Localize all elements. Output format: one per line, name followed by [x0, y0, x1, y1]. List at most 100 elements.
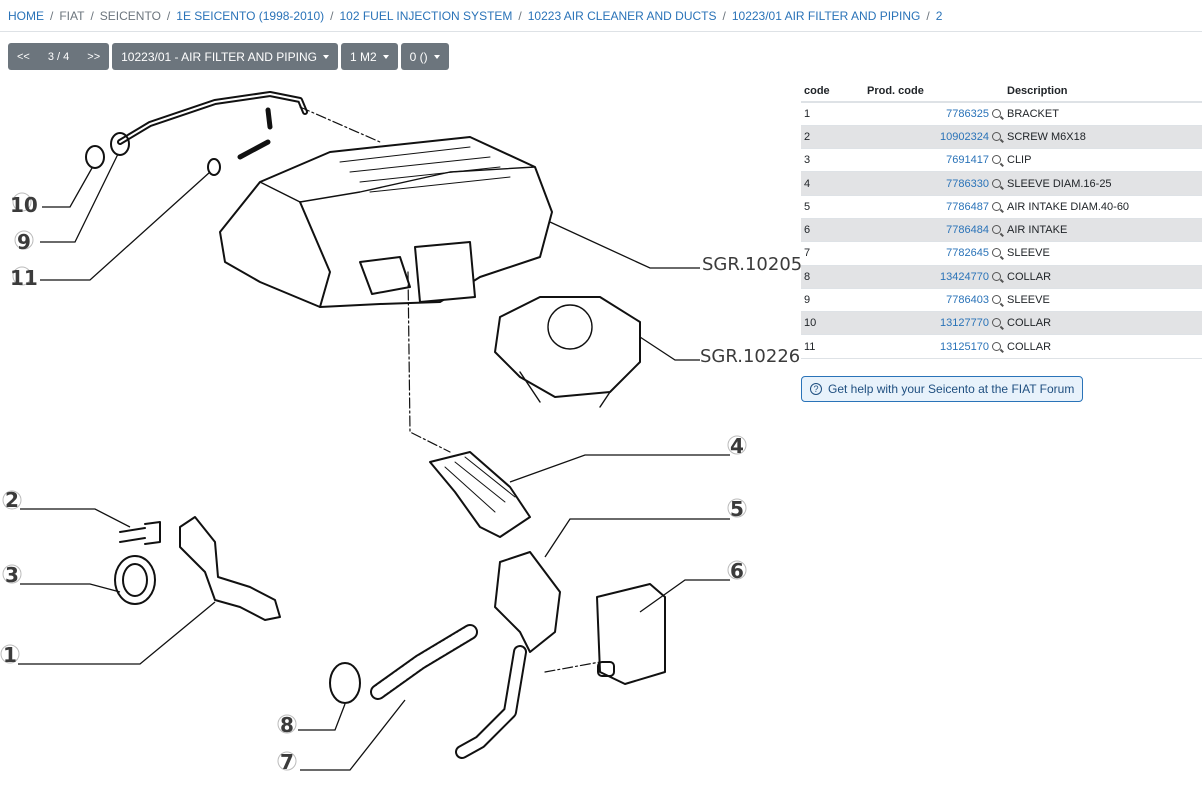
- search-icon[interactable]: [992, 271, 1001, 281]
- callout-1[interactable]: 1: [3, 643, 17, 667]
- row-description: COLLAR: [1004, 311, 1202, 336]
- breadcrumb-model: SEICENTO: [99, 8, 161, 23]
- breadcrumb-separator: /: [90, 8, 94, 23]
- group-dropdown[interactable]: 10223/01 - AIR FILTER AND PIPING: [112, 43, 338, 70]
- ref-sgr-10205: SGR.10205: [702, 254, 802, 275]
- variant-dropdown-label: 1 M2: [349, 49, 377, 64]
- callout-8[interactable]: 8: [280, 713, 294, 737]
- prod-code-link[interactable]: 13424770: [940, 270, 989, 283]
- next-page-button[interactable]: >>: [87, 50, 101, 63]
- breadcrumb-separator: /: [330, 8, 334, 23]
- row-code: 9: [801, 288, 864, 313]
- search-icon[interactable]: [992, 225, 1001, 235]
- breadcrumb-group[interactable]: 10223 AIR CLEANER AND DUCTS: [527, 8, 717, 23]
- table-row[interactable]: 9 7786403 SLEEVE: [801, 288, 1202, 313]
- row-prod-code: 7786484: [864, 218, 1004, 243]
- row-description: SLEEVE DIAM.16-25: [1004, 171, 1202, 196]
- row-description: SLEEVE: [1004, 288, 1202, 313]
- row-prod-code: 7691417: [864, 148, 1004, 173]
- row-description: AIR INTAKE: [1004, 218, 1202, 243]
- search-icon[interactable]: [992, 318, 1001, 328]
- forum-help-button[interactable]: ? Get help with your Seicento at the FIA…: [801, 376, 1084, 402]
- table-row[interactable]: 1 7786325 BRACKET: [801, 102, 1202, 126]
- table-row[interactable]: 8 13424770 COLLAR: [801, 265, 1202, 289]
- breadcrumb-page[interactable]: 2: [935, 8, 943, 23]
- breadcrumb-subgroup[interactable]: 10223/01 AIR FILTER AND PIPING: [731, 8, 921, 23]
- row-prod-code: 7786403: [864, 288, 1004, 313]
- callout-4[interactable]: 4: [730, 434, 744, 458]
- row-code: 4: [801, 171, 864, 196]
- pager: << 3 / 4 >>: [8, 43, 110, 70]
- callout-2[interactable]: 2: [5, 488, 19, 512]
- prod-code-link[interactable]: 7786403: [946, 294, 989, 307]
- table-row[interactable]: 6 7786484 AIR INTAKE: [801, 218, 1202, 243]
- prod-code-link[interactable]: 7786484: [946, 224, 989, 237]
- row-code: 5: [801, 195, 864, 219]
- breadcrumb-home[interactable]: HOME: [8, 8, 44, 23]
- row-prod-code: 13127770: [864, 311, 1004, 336]
- callout-5[interactable]: 5: [730, 497, 744, 521]
- callout-6[interactable]: 6: [730, 559, 744, 583]
- parts-diagram-drawing: 10 9 11 2 3 1 4 5 6 8 7 SGR.10205 SGR.10…: [0, 91, 802, 774]
- search-icon[interactable]: [992, 178, 1001, 188]
- extra-dropdown[interactable]: 0 (): [400, 43, 449, 70]
- callout-9[interactable]: 9: [17, 230, 31, 254]
- prod-code-link[interactable]: 7691417: [946, 154, 989, 167]
- breadcrumb-separator: /: [50, 8, 54, 23]
- prod-code-link[interactable]: 7786330: [946, 177, 989, 190]
- table-header-row: code Prod. code Description: [801, 80, 1202, 103]
- breadcrumb-series[interactable]: 1E SEICENTO (1998-2010): [176, 8, 325, 23]
- breadcrumb-system[interactable]: 102 FUEL INJECTION SYSTEM: [339, 8, 513, 23]
- search-icon[interactable]: [992, 341, 1001, 351]
- breadcrumb-separator: /: [722, 8, 726, 23]
- callout-11[interactable]: 11: [10, 266, 38, 290]
- search-icon[interactable]: [992, 201, 1001, 211]
- row-prod-code: 7786487: [864, 195, 1004, 219]
- breadcrumb-separator: /: [926, 8, 930, 23]
- row-description: SLEEVE: [1004, 241, 1202, 266]
- row-prod-code: 10902324: [864, 125, 1004, 150]
- prod-code-link[interactable]: 13125170: [940, 340, 989, 353]
- table-row[interactable]: 3 7691417 CLIP: [801, 148, 1202, 173]
- search-icon[interactable]: [992, 108, 1001, 118]
- callout-10[interactable]: 10: [10, 193, 38, 217]
- search-icon[interactable]: [992, 295, 1001, 305]
- table-row[interactable]: 2 10902324 SCREW M6X18: [801, 125, 1202, 150]
- table-row[interactable]: 4 7786330 SLEEVE DIAM.16-25: [801, 171, 1202, 196]
- row-description: AIR INTAKE DIAM.40-60: [1004, 195, 1202, 219]
- prod-code-link[interactable]: 7786325: [946, 107, 989, 120]
- table-row[interactable]: 5 7786487 AIR INTAKE DIAM.40-60: [801, 195, 1202, 219]
- caret-down-icon: [433, 54, 440, 59]
- row-code: 7: [801, 241, 864, 266]
- search-icon[interactable]: [992, 155, 1001, 165]
- extra-dropdown-label: 0 (): [409, 49, 428, 64]
- row-prod-code: 7786330: [864, 171, 1004, 196]
- table-row[interactable]: 10 13127770 COLLAR: [801, 311, 1202, 336]
- breadcrumb-separator: /: [166, 8, 171, 23]
- row-prod-code: 13125170: [864, 334, 1004, 359]
- search-icon[interactable]: [992, 248, 1001, 258]
- callout-3[interactable]: 3: [5, 563, 19, 587]
- caret-down-icon: [382, 54, 389, 59]
- row-prod-code: 7786325: [864, 102, 1004, 126]
- prod-code-link[interactable]: 13127770: [940, 317, 989, 330]
- breadcrumb-brand: FIAT: [59, 8, 85, 23]
- breadcrumb-separator: /: [518, 8, 522, 23]
- row-code: 3: [801, 148, 864, 173]
- search-icon[interactable]: [992, 131, 1001, 141]
- prod-code-link[interactable]: 7782645: [946, 247, 989, 260]
- table-row[interactable]: 7 7782645 SLEEVE: [801, 241, 1202, 266]
- variant-dropdown[interactable]: 1 M2: [340, 43, 398, 70]
- prod-code-link[interactable]: 10902324: [940, 130, 989, 143]
- parts-table: code Prod. code Description 1 7786325 BR…: [801, 80, 1202, 359]
- row-code: 8: [801, 265, 864, 289]
- diagram-toolbar: << 3 / 4 >> 10223/01 - AIR FILTER AND PI…: [8, 43, 449, 70]
- page-indicator: 3 / 4: [47, 50, 70, 63]
- row-description: COLLAR: [1004, 265, 1202, 289]
- table-row[interactable]: 11 13125170 COLLAR: [801, 334, 1202, 359]
- prev-page-button[interactable]: <<: [17, 50, 30, 63]
- callout-7[interactable]: 7: [280, 750, 294, 774]
- row-description: COLLAR: [1004, 334, 1202, 359]
- row-description: SCREW M6X18: [1004, 125, 1202, 150]
- prod-code-link[interactable]: 7786487: [946, 200, 989, 213]
